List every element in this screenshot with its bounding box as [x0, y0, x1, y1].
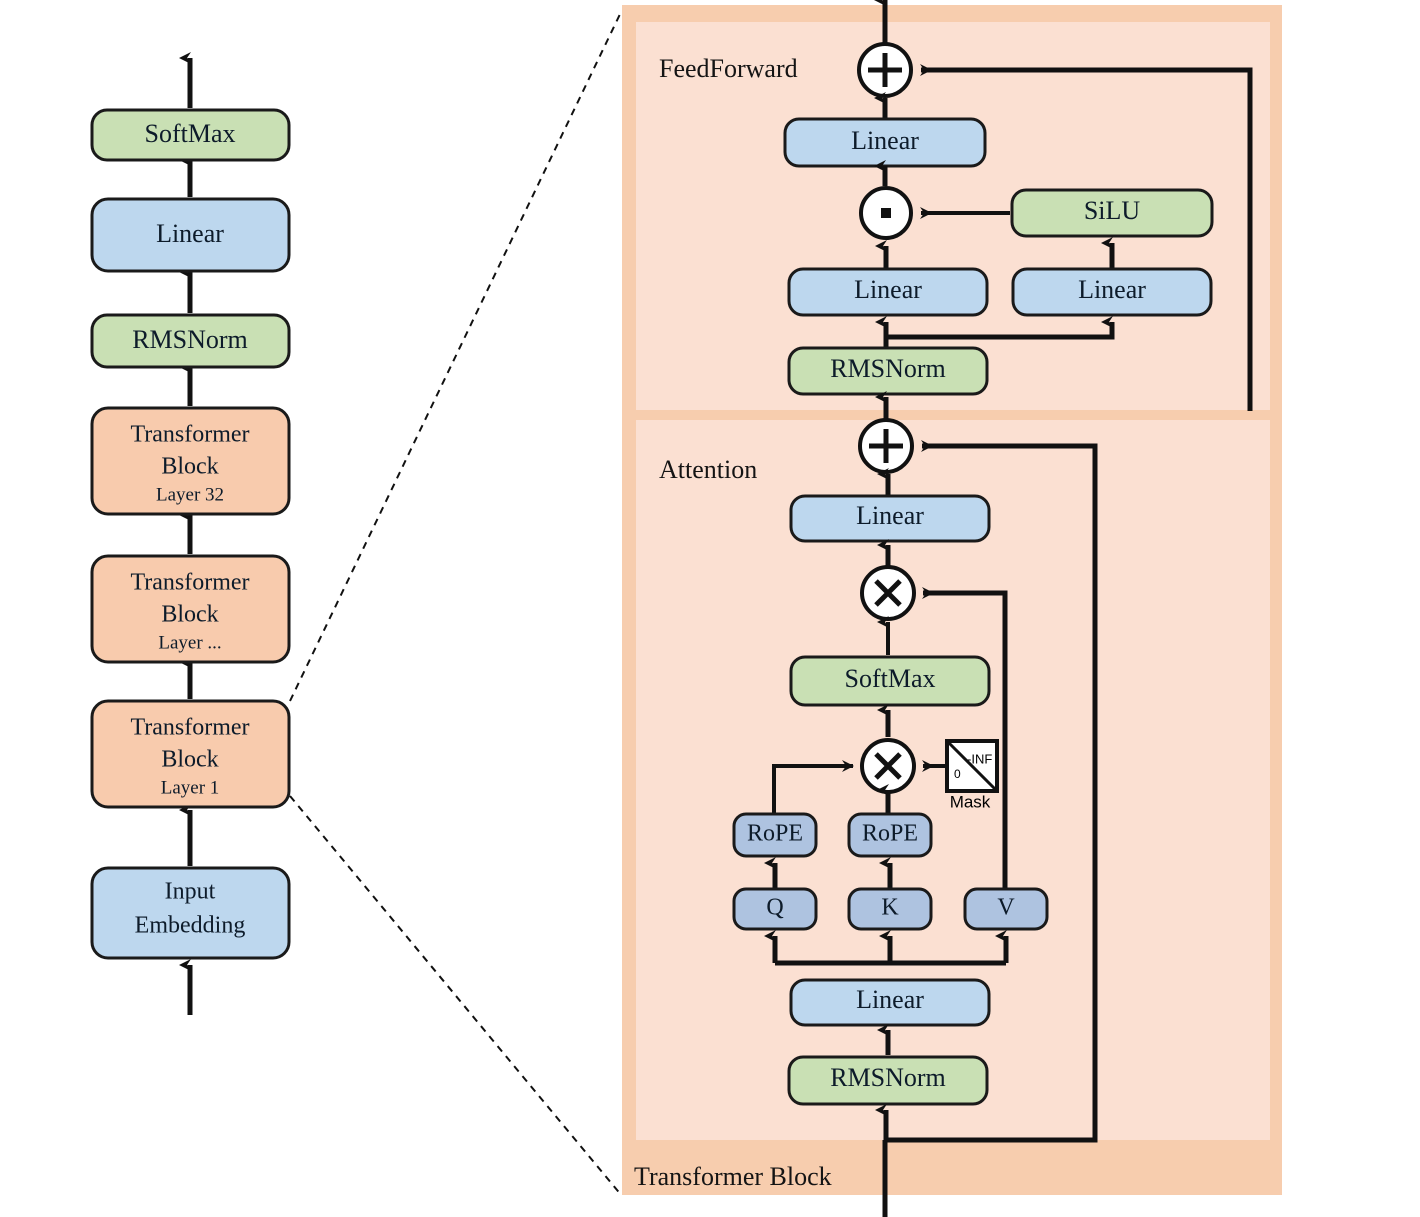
mask-icon: -INF 0 Mask	[945, 739, 999, 811]
attn-linear-qkv-label: Linear	[856, 985, 924, 1014]
wire-v-to-attn-mul	[922, 587, 1008, 890]
tbmid-sublabel: Layer ...	[158, 632, 221, 653]
op-attn-multiply-qk	[860, 738, 916, 794]
attn-rmsnorm-label: RMSNorm	[830, 1063, 946, 1092]
op-ff-elementwise-multiply	[859, 186, 913, 240]
node-transformer-block-mid[interactable]: Transformer Block Layer ...	[90, 554, 291, 664]
node-softmax-out[interactable]: SoftMax	[90, 108, 291, 162]
node-attn-rmsnorm[interactable]: RMSNorm	[787, 1055, 989, 1106]
node-ff-rmsnorm[interactable]: RMSNorm	[787, 346, 989, 396]
attn-rope-q-label: RoPE	[747, 821, 803, 847]
node-transformer-block-1[interactable]: Transformer Block Layer 1	[90, 699, 291, 809]
ff-linear-down-label: Linear	[851, 126, 919, 155]
input-embedding-label-line1: Input	[165, 879, 216, 905]
tb1-label-line2: Block	[161, 747, 218, 773]
node-ff-linear-gate[interactable]: Linear	[1011, 267, 1213, 317]
op-attn-multiply-value	[860, 565, 916, 621]
op-attn-add	[858, 418, 914, 474]
attn-linear-out-label: Linear	[856, 501, 924, 530]
mask-caption: Mask	[950, 792, 991, 811]
wire-attn-residual	[885, 440, 1098, 1143]
tbmid-label-line1: Transformer	[130, 570, 249, 596]
tb1-sublabel: Layer 1	[161, 777, 220, 798]
rmsnorm-final-label: RMSNorm	[132, 325, 248, 354]
ff-silu-label: SiLU	[1084, 196, 1141, 225]
node-attn-softmax[interactable]: SoftMax	[789, 655, 991, 707]
mask-lower-value: 0	[954, 767, 961, 781]
tb32-label-line1: Transformer	[130, 422, 249, 448]
softmax-out-label: SoftMax	[145, 119, 236, 148]
input-embedding-label-line2: Embedding	[135, 913, 246, 939]
attention-section-title: Attention	[659, 455, 757, 484]
model-overview-stack: Input Embedding Transformer Block Layer …	[90, 52, 291, 1015]
node-attn-linear-qkv[interactable]: Linear	[789, 978, 991, 1027]
op-ff-add	[857, 42, 913, 98]
node-ff-linear-up[interactable]: Linear	[787, 267, 989, 317]
node-rmsnorm-final[interactable]: RMSNorm	[90, 313, 291, 369]
node-linear-out[interactable]: Linear	[90, 197, 291, 273]
wire-ropeq-to-qkmul	[772, 760, 854, 813]
attn-rope-k-label: RoPE	[862, 821, 918, 847]
linear-out-label: Linear	[156, 219, 224, 248]
ff-rmsnorm-label: RMSNorm	[830, 354, 946, 383]
feedforward-section-title: FeedForward	[659, 54, 798, 83]
ff-linear-gate-label: Linear	[1078, 275, 1146, 304]
wire-ff-rmsnorm-to-linear-gate	[886, 316, 1115, 340]
attn-q-label: Q	[766, 895, 783, 921]
node-attn-rope-k[interactable]: RoPE	[847, 812, 933, 858]
callout-line-bottom	[289, 795, 623, 1197]
tb32-label-line2: Block	[161, 454, 218, 480]
node-ff-silu[interactable]: SiLU	[1010, 188, 1214, 238]
node-attn-linear-out[interactable]: Linear	[789, 494, 991, 543]
ff-linear-up-label: Linear	[854, 275, 922, 304]
node-attn-q[interactable]: Q	[732, 887, 818, 931]
transformer-block-outer-label: Transformer Block	[634, 1162, 832, 1191]
callout-dashed-lines	[289, 9, 623, 1197]
attn-v-label: V	[997, 895, 1015, 921]
node-transformer-block-32[interactable]: Transformer Block Layer 32	[90, 406, 291, 516]
node-ff-linear-down[interactable]: Linear	[783, 117, 987, 168]
tb32-sublabel: Layer 32	[156, 484, 224, 505]
node-attn-v[interactable]: V	[963, 887, 1049, 931]
tb1-label-line1: Transformer	[130, 715, 249, 741]
feedforward-section: Linear SiLU Linear	[783, 0, 1253, 1196]
tbmid-label-line2: Block	[161, 602, 218, 628]
mask-upper-value: -INF	[967, 751, 992, 766]
attn-k-label: K	[881, 895, 899, 921]
attn-softmax-label: SoftMax	[845, 664, 936, 693]
node-input-embedding[interactable]: Input Embedding	[90, 866, 291, 960]
wire-ff-residual	[920, 64, 1253, 411]
node-attn-k[interactable]: K	[847, 887, 933, 931]
callout-line-top	[289, 9, 623, 702]
node-attn-rope-q[interactable]: RoPE	[732, 812, 818, 858]
attention-section: Linear SoftMax	[732, 418, 1098, 1217]
